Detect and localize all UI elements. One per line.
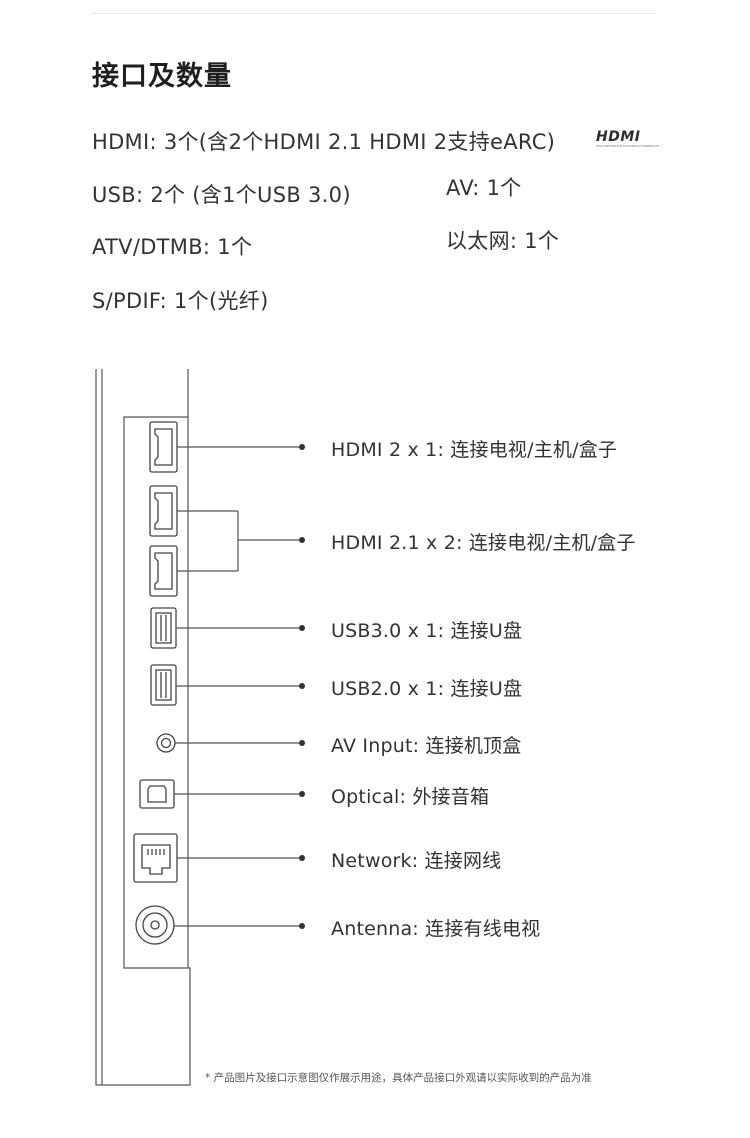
usb-port-icon (150, 664, 177, 706)
hdmi-port-icon (149, 485, 178, 537)
top-divider (92, 13, 656, 14)
ethernet-port-icon (133, 833, 178, 883)
av-jack-icon (156, 733, 176, 753)
port-label-usb30: USB3.0 x 1: 连接U盘 (331, 620, 523, 642)
connector-lines (174, 446, 302, 927)
page-title: 接口及数量 (92, 61, 232, 92)
hdmi-port-icon (149, 545, 178, 597)
spec-atv: ATV/DTMB: 1个 (92, 235, 253, 259)
port-label-optical: Optical: 外接音箱 (331, 786, 490, 808)
spec-hdmi: HDMI: 3个(含2个HDMI 2.1 HDMI 2支持eARC) (92, 130, 556, 154)
port-label-antenna: Antenna: 连接有线电视 (331, 918, 541, 940)
antenna-port-icon (135, 905, 175, 945)
optical-port-icon (139, 779, 175, 809)
hdmi-logo: HDMI HIGH-DEFINITION MULTIMEDIA INTERFAC… (596, 129, 659, 148)
port-label-hdmi2: HDMI 2 x 1: 连接电视/主机/盒子 (331, 439, 618, 461)
port-label-av-input: AV Input: 连接机顶盒 (331, 735, 522, 757)
connector-dots (299, 444, 305, 929)
spec-av: AV: 1个 (446, 176, 522, 200)
spec-ethernet: 以太网: 1个 (446, 229, 560, 253)
port-label-hdmi21: HDMI 2.1 x 2: 连接电视/主机/盒子 (331, 532, 636, 554)
spec-spdif: S/PDIF: 1个(光纤) (92, 289, 269, 313)
port-label-usb20: USB2.0 x 1: 连接U盘 (331, 678, 523, 700)
usb-port-icon (150, 607, 177, 649)
spec-usb: USB: 2个 (含1个USB 3.0) (92, 183, 351, 207)
footnote: * 产品图片及接口示意图仅作展示用途，具体产品接口外观请以实际收到的产品为准 (205, 1072, 592, 1084)
hdmi-port-icon (149, 421, 178, 473)
tv-back-panel (95, 369, 191, 1086)
port-label-network: Network: 连接网线 (331, 850, 502, 872)
